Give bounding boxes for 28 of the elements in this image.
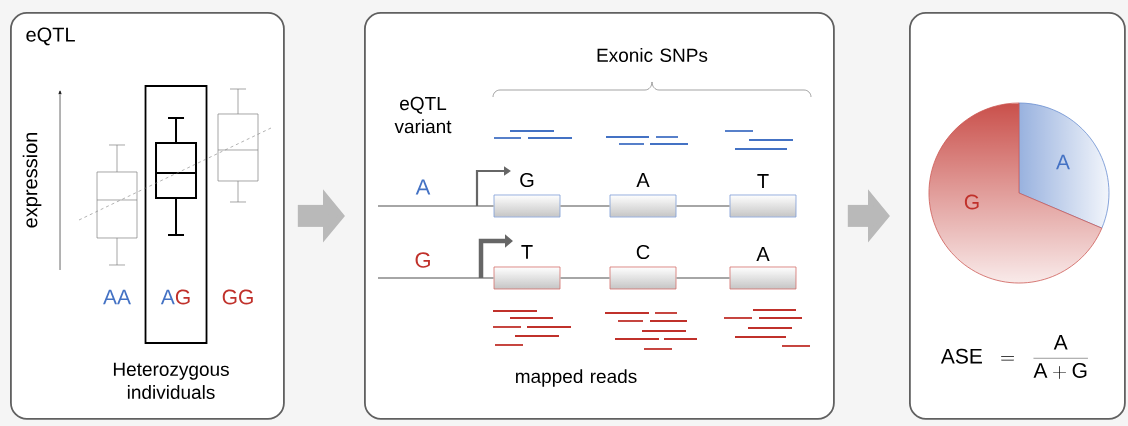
slice-label: G [964, 194, 979, 210]
exon-box: T [493, 245, 561, 290]
formula: $\mathrm{ASE}\;=\;\frac{\mathrm{A}}{\mathrm{A}+\mathrm{G}}$ [940, 335, 1088, 379]
exon-box: T [729, 174, 797, 218]
label: mapped reads [516, 369, 637, 387]
intron-line [675, 205, 731, 207]
label: eQTL variant [394, 96, 452, 134]
highlight-box: AG [144, 85, 208, 344]
intron-line [559, 205, 611, 207]
slice-label: A [1056, 154, 1070, 170]
node-label: A [636, 173, 650, 187]
intron-line [675, 277, 731, 279]
allele-label: A [415, 179, 431, 195]
node-label: T [521, 245, 533, 259]
exon-box: A [729, 247, 797, 290]
exon-box: A [609, 173, 677, 218]
allele-label: G [415, 252, 430, 268]
node-label: T [757, 174, 769, 188]
exon-box: C [609, 244, 677, 290]
node-label: A [756, 247, 770, 261]
panel [364, 12, 835, 420]
node-label: Heterozygous individuals [113, 362, 229, 399]
node-label: G [520, 172, 534, 188]
heading: Exonic SNPs [597, 48, 708, 62]
exon-box: G [493, 172, 561, 218]
node-label: C [636, 244, 650, 260]
intron-line [559, 277, 611, 279]
axis-label: expression [22, 132, 42, 228]
